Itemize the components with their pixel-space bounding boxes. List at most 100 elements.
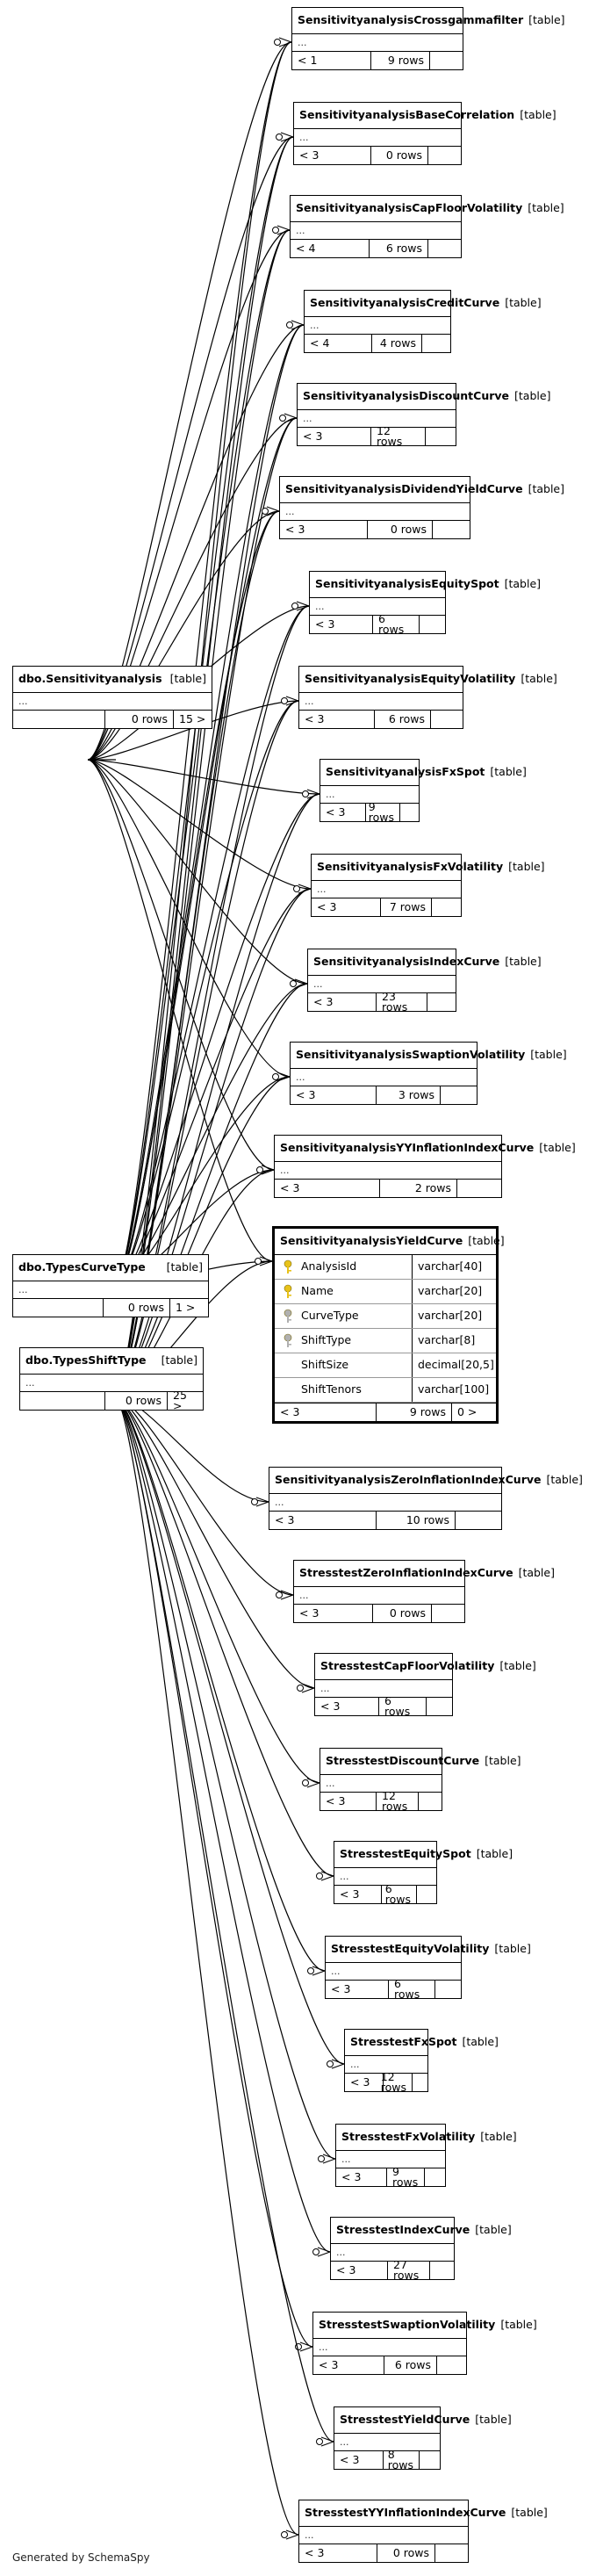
table-type-label: [table] (508, 860, 545, 874)
table-header: SensitivityanalysisCreditCurve[table] (305, 291, 542, 317)
table-stresstestzeroinflationindexcurve[interactable]: StresstestZeroInflationIndexCurve[table]… (293, 1560, 555, 1623)
table-name: StresstestIndexCurve (336, 2223, 470, 2237)
collapsed-columns: ... (345, 2056, 427, 2074)
table-name: SensitivityanalysisCrossgammafilter (298, 13, 524, 27)
collapsed-columns: ... (291, 222, 461, 240)
crowfoot-marker (316, 2436, 334, 2447)
parents-count: < 3 (334, 1886, 382, 1903)
table-type-label: [table] (504, 577, 542, 591)
relationship-line (113, 41, 292, 1288)
relationship-line (113, 1396, 331, 2253)
row-count: 6 rows (375, 711, 431, 728)
table-stresstestcapfloorvolatility[interactable]: StresstestCapFloorVolatility[table]...< … (314, 1653, 536, 1717)
children-count (419, 1793, 442, 1810)
table-name: SensitivityanalysisEquitySpot (315, 577, 499, 591)
table-sensitivityanalysisequityspot[interactable]: SensitivityanalysisEquitySpot[table]...<… (309, 571, 541, 635)
row-count: 9 rows (371, 52, 430, 69)
parents-count: < 3 (331, 2262, 388, 2279)
collapsed-columns: ... (294, 1587, 464, 1605)
parents-count: < 3 (294, 1605, 373, 1622)
column-type: varchar[20] (412, 1280, 496, 1303)
table-name: dbo.Sensitivityanalysis (18, 672, 162, 686)
column-name-cell: ShiftTenors (275, 1382, 412, 1398)
row-count: 6 rows (382, 1883, 417, 1905)
column-type: varchar[20] (412, 1304, 496, 1328)
column-name: CurveType (301, 1309, 359, 1323)
parents-count: < 3 (320, 804, 366, 821)
collapsed-columns: ... (308, 976, 456, 993)
column-name: ShiftSize (301, 1358, 349, 1372)
table-sensitivityanalysisswaptionvolatility[interactable]: SensitivityanalysisSwaptionVolatility[ta… (290, 1042, 567, 1105)
table-name: StresstestZeroInflationIndexCurve (299, 1566, 513, 1580)
table-name: StresstestEquitySpot (340, 1847, 471, 1861)
row-count: 0 rows (371, 147, 428, 164)
table-header: SensitivityanalysisEquitySpot [table] (310, 572, 541, 598)
column-name-cell: ShiftSize (275, 1358, 412, 1374)
table-sensitivityanalysiscapfloorvolatility[interactable]: SensitivityanalysisCapFloorVolatility[ta… (290, 195, 564, 258)
column-name-cell: CurveType (275, 1309, 412, 1324)
children-count (428, 240, 461, 257)
table-sensitivityanalysisdiscountcurve[interactable]: SensitivityanalysisDiscountCurve[table].… (297, 383, 550, 447)
children-count (433, 521, 470, 538)
table-sensitivityanalysisyieldcurve[interactable]: SensitivityanalysisYieldCurve[table]Anal… (272, 1226, 505, 1424)
table-sensitivityanalysisequityvolatility[interactable]: SensitivityanalysisEquityVolatility[tabl… (298, 666, 557, 729)
blank-icon (280, 1382, 296, 1398)
collapsed-columns: ... (326, 1963, 461, 1981)
collapsed-columns: ... (275, 1162, 501, 1180)
table-header: StresstestCapFloorVolatility[table] (315, 1654, 536, 1680)
column-name: ShiftType (301, 1333, 352, 1347)
row-count: 0 rows (377, 2544, 435, 2562)
table-sensitivityanalysisfxvolatility[interactable]: SensitivityanalysisFxVolatility[table]..… (311, 854, 545, 917)
row-count: 6 rows (373, 613, 420, 635)
table-stresstestyyinflationindexcurve[interactable]: StresstestYYInflationIndexCurve[table]..… (298, 2500, 548, 2563)
table-type-label: [table] (521, 672, 557, 686)
crowfoot-marker (312, 2247, 331, 2257)
relationship-line (113, 136, 294, 1397)
relationship-line (87, 759, 320, 795)
relationship-line (87, 759, 312, 890)
relationship-line (113, 1396, 315, 1689)
parents-count: < 4 (291, 240, 370, 257)
table-sensitivityanalysiscrossgammafilter[interactable]: SensitivityanalysisCrossgammafilter[tabl… (291, 7, 565, 70)
table-header: StresstestYYInflationIndexCurve[table] (299, 2500, 548, 2527)
parents-count: < 3 (315, 1698, 379, 1715)
collapsed-columns: ... (334, 2434, 440, 2451)
table-sensitivityanalysiscreditcurve[interactable]: SensitivityanalysisCreditCurve[table]...… (304, 290, 542, 353)
row-count: 6 rows (370, 240, 428, 257)
table-sensitivityanalysisyyinflationindexcurve[interactable]: SensitivityanalysisYYInflationIndexCurve… (274, 1135, 576, 1198)
crowfoot-marker (281, 696, 299, 706)
collapsed-columns: ... (269, 1494, 501, 1512)
children-count (432, 898, 461, 916)
row-count: 0 rows (105, 1392, 168, 1410)
table-sensitivityanalysisindexcurve[interactable]: SensitivityanalysisIndexCurve[table]...<… (307, 949, 542, 1013)
relationship-line (113, 510, 280, 1397)
table-header: SensitivityanalysisYYInflationIndexCurve… (275, 1136, 576, 1162)
table-stresstestswaptionvolatility[interactable]: StresstestSwaptionVolatility[table]...< … (312, 2312, 537, 2375)
children-count (413, 2074, 427, 2091)
table-sensitivityanalysiszeroinflationindexcurve[interactable]: SensitivityanalysisZeroInflationIndexCur… (269, 1467, 583, 1530)
children-count (427, 1698, 452, 1715)
table-sensitivityanalysisbasecorrelation[interactable]: SensitivityanalysisBaseCorrelation[table… (293, 102, 557, 165)
table-sensitivityanalysisdividendyieldcurve[interactable]: SensitivityanalysisDividendYieldCurve[ta… (279, 476, 564, 539)
table-name: SensitivityanalysisDividendYieldCurve (285, 482, 523, 496)
crowfoot-marker (316, 1871, 334, 1881)
